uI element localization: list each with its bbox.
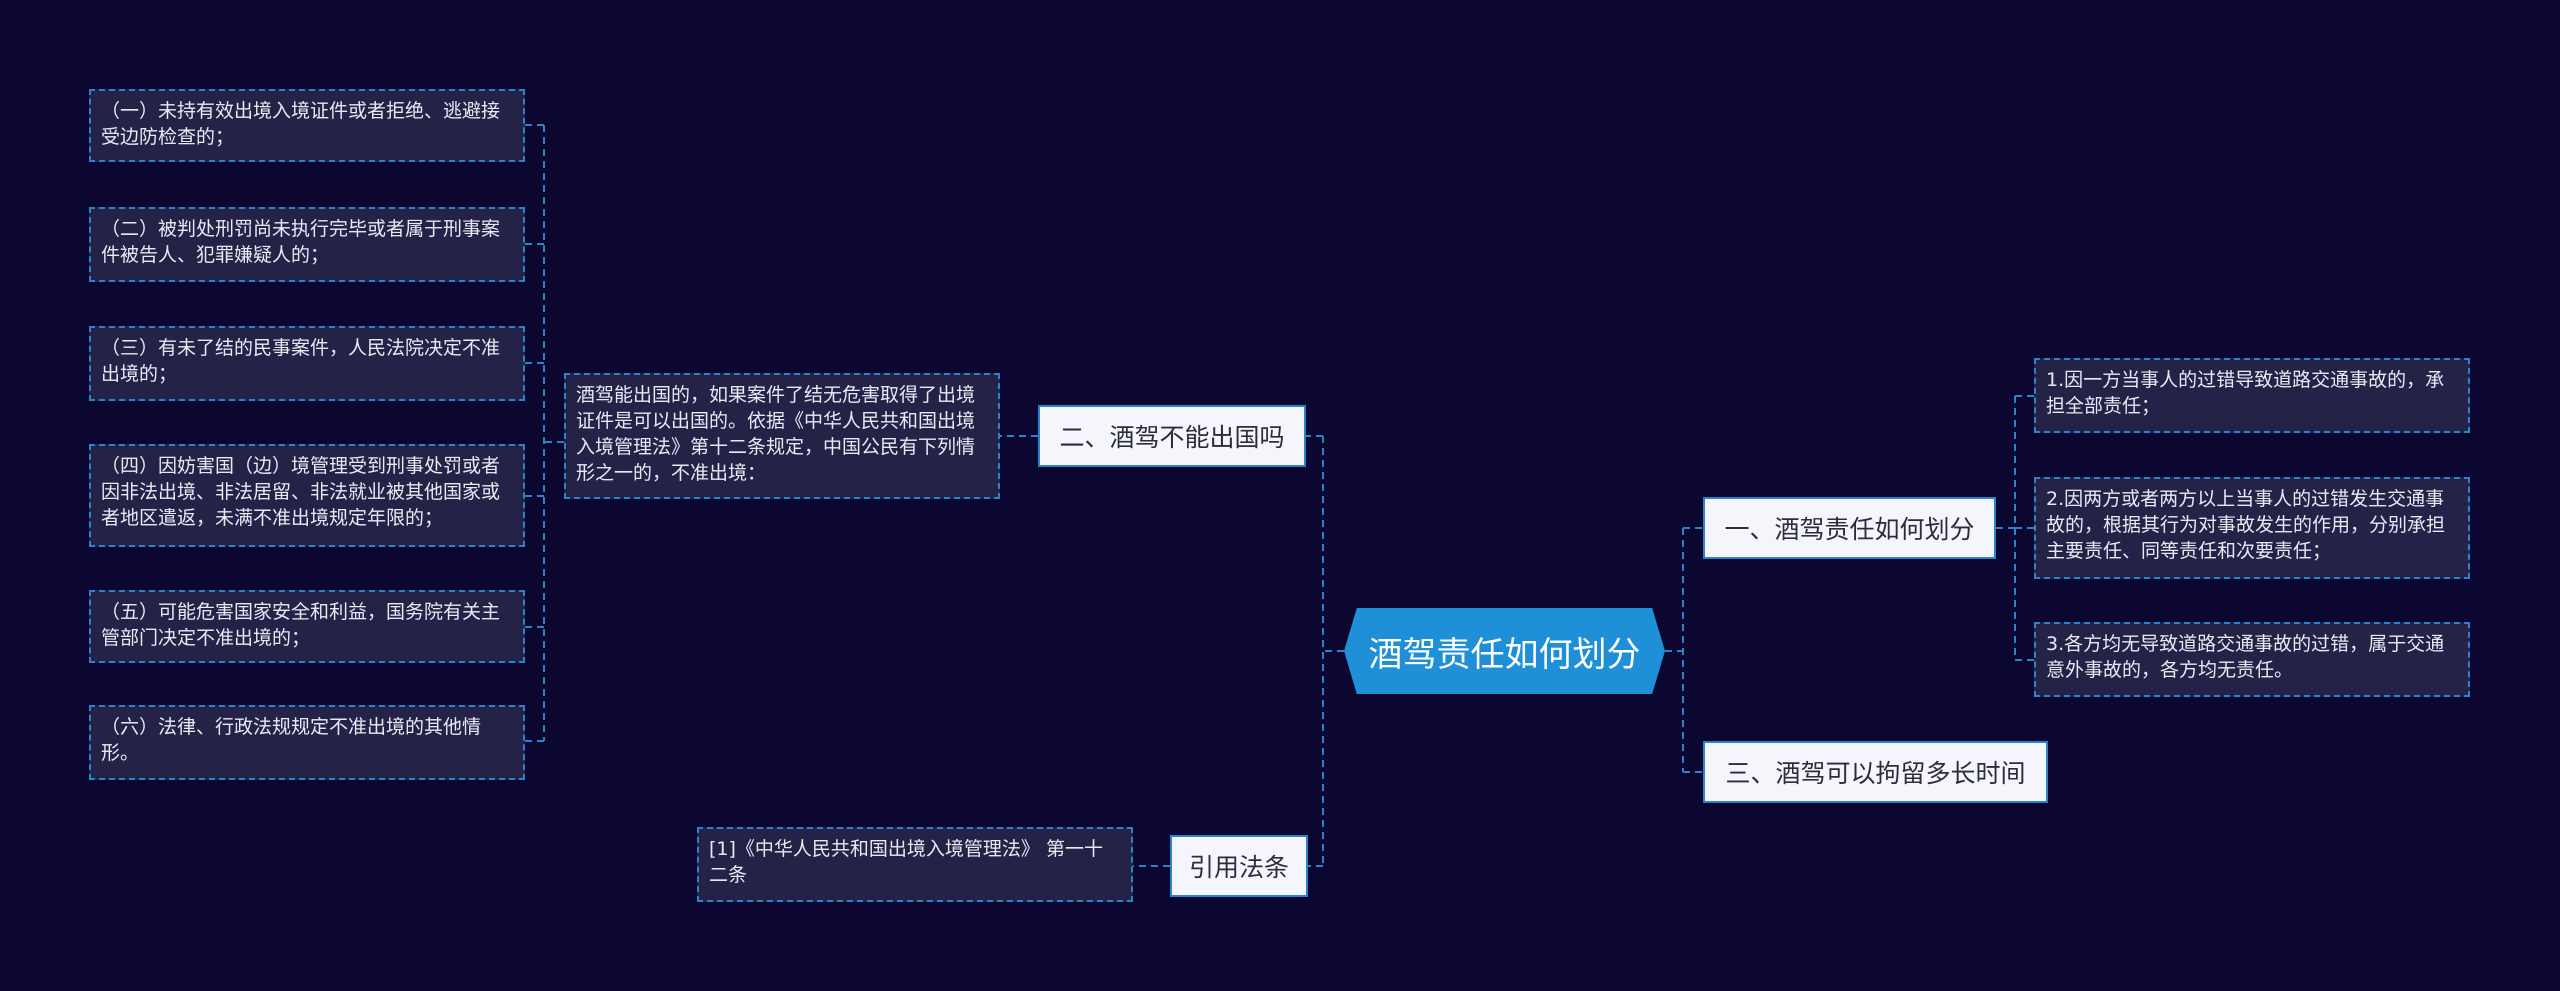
liability-item-1[interactable]: 1.因一方当事人的过错导致道路交通事故的，承担全部责任； <box>2034 358 2470 433</box>
branch-no-exit[interactable]: 二、酒驾不能出国吗 <box>1038 405 1306 467</box>
branch-detention[interactable]: 三、酒驾可以拘留多长时间 <box>1703 741 2048 803</box>
exit-condition-2[interactable]: （二）被判处刑罚尚未执行完毕或者属于刑事案件被告人、犯罪嫌疑人的； <box>89 207 525 282</box>
root-topic[interactable]: 酒驾责任如何划分 <box>1344 608 1665 694</box>
branch-citation[interactable]: 引用法条 <box>1170 835 1308 897</box>
exit-condition-5[interactable]: （五）可能危害国家安全和利益，国务院有关主管部门决定不准出境的； <box>89 590 525 663</box>
exit-condition-1[interactable]: （一）未持有效出境入境证件或者拒绝、逃避接受边防检查的； <box>89 89 525 162</box>
citation-item[interactable]: [1]《中华人民共和国出境入境管理法》 第一十二条 <box>697 827 1133 902</box>
liability-item-3[interactable]: 3.各方均无导致道路交通事故的过错，属于交通意外事故的，各方均无责任。 <box>2034 622 2470 697</box>
branch-liability[interactable]: 一、酒驾责任如何划分 <box>1703 497 1996 559</box>
exit-condition-6[interactable]: （六）法律、行政法规规定不准出境的其他情形。 <box>89 705 525 780</box>
exit-condition-4[interactable]: （四）因妨害国（边）境管理受到刑事处罚或者因非法出境、非法居留、非法就业被其他国… <box>89 444 525 547</box>
no-exit-detail[interactable]: 酒驾能出国的，如果案件了结无危害取得了出境证件是可以出国的。依据《中华人民共和国… <box>564 373 1000 499</box>
liability-item-2[interactable]: 2.因两方或者两方以上当事人的过错发生交通事故的，根据其行为对事故发生的作用，分… <box>2034 477 2470 579</box>
exit-condition-3[interactable]: （三）有未了结的民事案件，人民法院决定不准出境的； <box>89 326 525 401</box>
